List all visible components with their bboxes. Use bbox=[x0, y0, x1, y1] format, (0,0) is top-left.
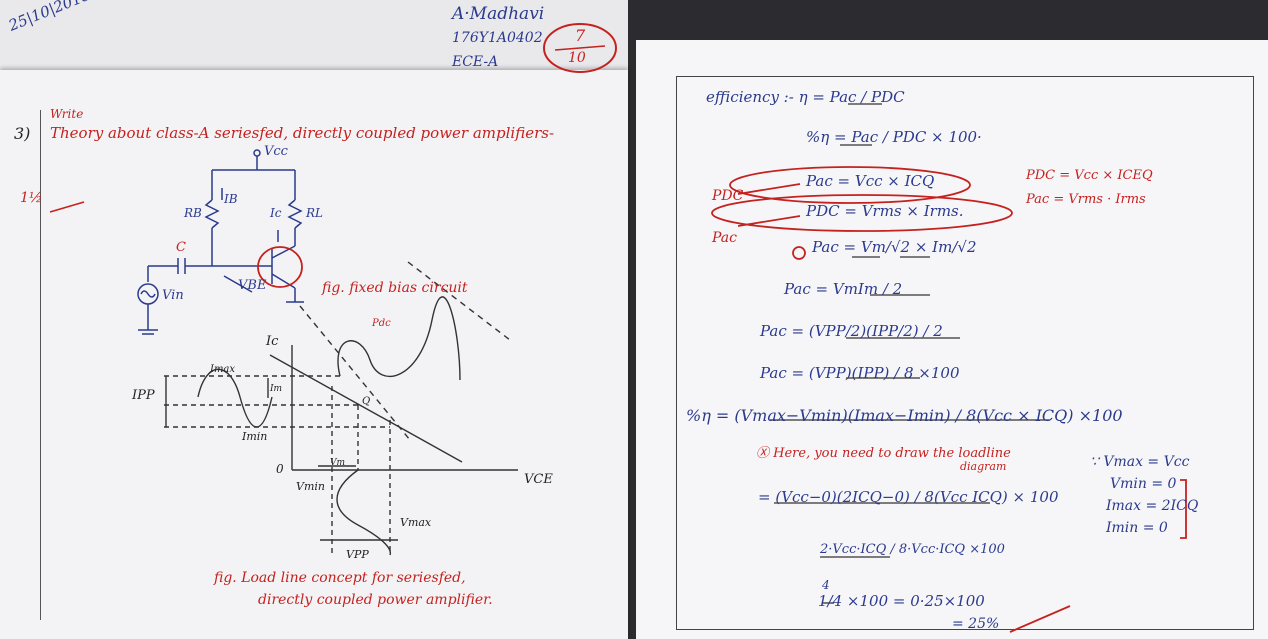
vmin-label: Vmin bbox=[296, 480, 325, 493]
output-waveform bbox=[337, 296, 461, 381]
branch-text: ECE-A bbox=[452, 54, 499, 70]
efficiency-vmax-line: %η = (Vmax−Vmin)(Imax−Imin) / 8(Vcc × IC… bbox=[686, 406, 1123, 425]
pac-vmim-line: Pac = VmIm / 2 bbox=[784, 280, 903, 298]
rb-label: RB bbox=[184, 206, 202, 220]
condition-imax: Imax = 2ICQ bbox=[1106, 498, 1199, 514]
margin-mark-line bbox=[49, 201, 85, 213]
load-line bbox=[269, 354, 463, 463]
pac-vcc-line: Pac = Vcc × ICQ bbox=[806, 172, 935, 190]
cancel-line: 2·Vcc·ICQ / 8·Vcc·ICQ ×100 bbox=[820, 542, 1005, 557]
fig1-caption: fig. fixed bias circuit bbox=[322, 280, 468, 296]
pac-vpp-line: Pac = (VPP/2)(IPP/2) / 2 bbox=[760, 322, 943, 340]
imax-label: Imax bbox=[210, 364, 236, 375]
pdc-mark: Pdc bbox=[372, 318, 391, 329]
pdc-vrms-line: PDC = Vrms × Irms. bbox=[806, 202, 964, 220]
fraction-bars bbox=[770, 103, 1050, 604]
vbe-label: VBE bbox=[238, 278, 267, 293]
pdc-arrow-label: PDC bbox=[712, 188, 744, 204]
right-page-border bbox=[676, 76, 1254, 630]
vmax-label: Vmax bbox=[400, 516, 432, 529]
ic-waveform bbox=[197, 368, 273, 428]
pac-vpp-ipp-line: Pac = (VPP)(IPP) / 8 ×100 bbox=[760, 364, 960, 382]
transistor-circle bbox=[257, 246, 303, 288]
loadline-note-line1: Ⓧ Here, you need to draw the loadline bbox=[756, 446, 1011, 461]
student-name: A·Madhavi bbox=[452, 4, 545, 24]
pac-equation: Pac = Vrms · Irms bbox=[1026, 192, 1146, 207]
score-denominator: 10 bbox=[568, 50, 586, 66]
back-sheet bbox=[0, 0, 628, 82]
vcc-label: Vcc bbox=[264, 144, 288, 159]
denominator-four: 4 bbox=[822, 578, 830, 592]
left-page-margin bbox=[40, 110, 41, 620]
condition-vmax: ∵ Vmax = Vcc bbox=[1090, 454, 1190, 470]
score-numerator: 7 bbox=[575, 26, 586, 45]
capacitor-label: C bbox=[176, 240, 186, 255]
ipp-label: IPP bbox=[132, 388, 155, 403]
ic-axis-label: Ic bbox=[266, 334, 279, 349]
loadline-note-line2: diagram bbox=[960, 460, 1007, 473]
pac-vm-line: Pac = Vm/√2 × Im/√2 bbox=[812, 238, 977, 256]
fig2-caption-line2: directly coupled power amplifier. bbox=[258, 592, 493, 608]
condition-imin: Imin = 0 bbox=[1106, 520, 1168, 536]
ic-label: Ic bbox=[270, 206, 282, 220]
score-fraction-line bbox=[554, 45, 606, 51]
origin-label: 0 bbox=[276, 462, 284, 476]
substitution-line: = (Vcc−0)(2ICQ−0) / 8(Vcc ICQ) × 100 bbox=[758, 488, 1059, 506]
rl-label: RL bbox=[306, 206, 324, 220]
question-text: Theory about class-A seriesfed, directly… bbox=[50, 124, 555, 142]
im-label: Im bbox=[270, 384, 283, 394]
condition-vmin: Vmin = 0 bbox=[1110, 476, 1177, 492]
efficiency-line: efficiency :- η = Pac / PDC bbox=[706, 88, 905, 106]
pdc-equation: PDC = Vcc × ICEQ bbox=[1026, 168, 1153, 183]
vpp-label: VPP bbox=[346, 548, 369, 561]
quarter-line: 1/4 ×100 = 0·25×100 bbox=[818, 592, 985, 610]
write-note: Write bbox=[50, 107, 84, 121]
q-point-label: Q bbox=[362, 396, 371, 407]
ib-label: IB bbox=[224, 192, 238, 206]
percent-efficiency-line: %η = Pac / PDC × 100· bbox=[806, 128, 982, 146]
score-circle bbox=[543, 23, 617, 73]
question-number: 3) bbox=[14, 124, 31, 143]
right-page-annotations bbox=[711, 166, 1187, 633]
load-line-graph bbox=[164, 261, 518, 556]
vce-axis-label: VCE bbox=[524, 472, 553, 487]
margin-mark: 1½ bbox=[20, 190, 43, 206]
left-answer-sheet bbox=[0, 70, 628, 639]
vin-label: Vin bbox=[162, 288, 184, 303]
roll-number: 176Y1A0402 bbox=[452, 30, 543, 46]
vm-label: Vm bbox=[330, 458, 346, 468]
right-answer-sheet bbox=[636, 40, 1268, 639]
fixed-bias-circuit bbox=[137, 149, 304, 335]
result-line: = 25% bbox=[952, 616, 1000, 632]
imin-label: Imin bbox=[242, 430, 268, 443]
fig2-caption-line1: fig. Load line concept for seriesfed, bbox=[214, 570, 466, 586]
vce-waveform bbox=[336, 469, 392, 556]
pac-arrow-label: Pac bbox=[712, 230, 737, 246]
